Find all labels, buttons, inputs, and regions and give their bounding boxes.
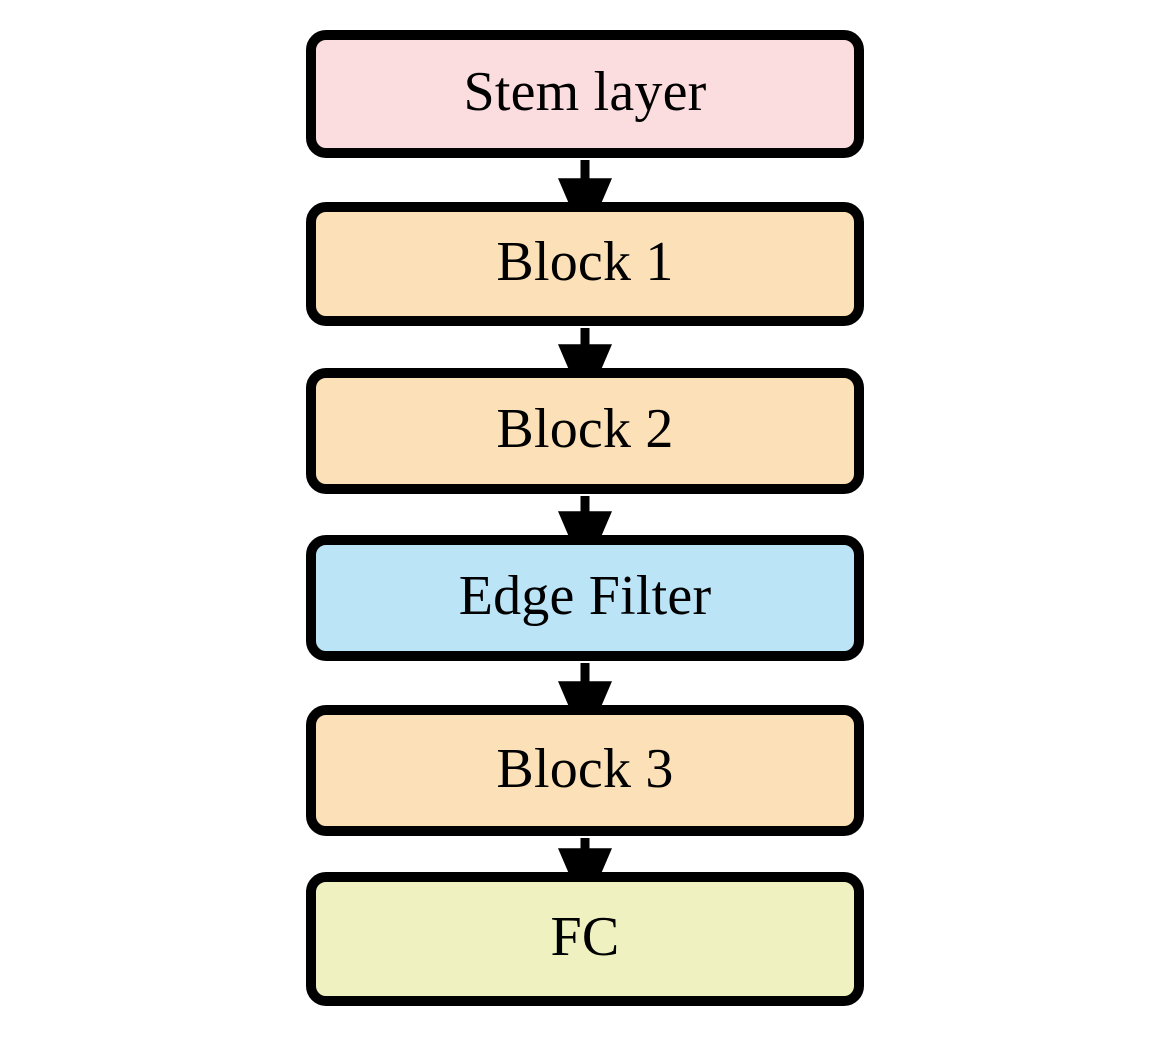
node-edge-filter[interactable]: Edge Filter [306,535,864,661]
node-block-1[interactable]: Block 1 [306,202,864,326]
node-block-2-label: Block 2 [496,398,674,460]
node-fc-label: FC [550,906,620,968]
node-stem-layer[interactable]: Stem layer [306,30,864,158]
node-stem-layer-label: Stem layer [463,61,707,123]
node-block-1-label: Block 1 [496,231,674,293]
node-block-3-label: Block 3 [496,737,674,800]
node-edge-filter-label: Edge Filter [458,565,712,627]
node-block-3[interactable]: Block 3 [306,705,864,836]
node-fc[interactable]: FC [306,872,864,1006]
node-block-2[interactable]: Block 2 [306,368,864,494]
